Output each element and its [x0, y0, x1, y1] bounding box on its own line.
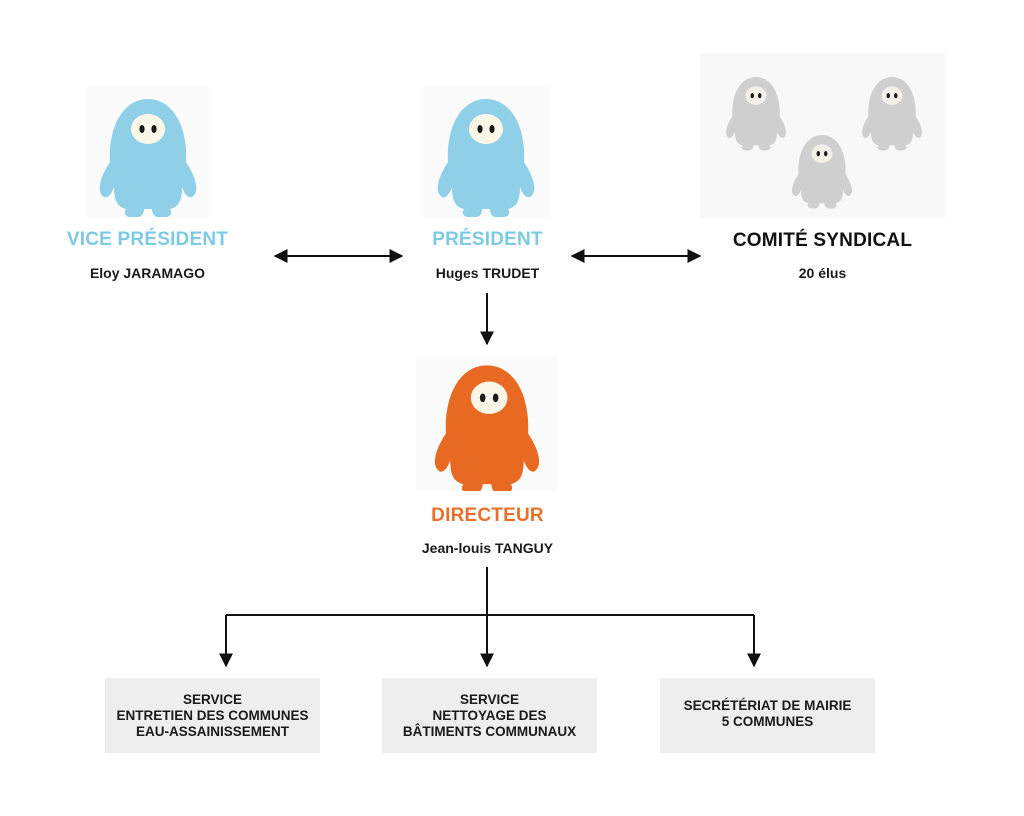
vice-president-title: VICE PRÉSIDENT — [66, 229, 229, 250]
vice-president-name: Eloy JARAMAGO — [89, 265, 206, 281]
president-name: Huges TRUDET — [435, 265, 540, 281]
comite-title: COMITÉ SYNDICAL — [732, 230, 913, 251]
service-line: NETTOYAGE DES — [432, 707, 547, 723]
gumdrop-person-icon — [434, 365, 540, 491]
service-line: SERVICE — [182, 691, 242, 707]
vice-president-avatar — [85, 87, 212, 217]
service-line: SECRÉTÉRIAT DE MAIRIE — [683, 698, 852, 713]
president-avatar — [423, 87, 550, 217]
service-box-entretien: SERVICE ENTRETIEN DES COMMUNES EAU-ASSAI… — [105, 678, 320, 753]
comite-members: 20 élus — [798, 265, 847, 281]
president-title: PRÉSIDENT — [432, 229, 543, 250]
service-line: SERVICE — [459, 691, 520, 707]
comite-avatar-group — [700, 53, 945, 218]
service-line: ENTRETIEN DES COMMUNES — [116, 707, 309, 723]
service-line: BÂTIMENTS COMMUNAUX — [402, 723, 577, 739]
service-box-nettoyage: SERVICE NETTOYAGE DES BÂTIMENTS COMMUNAU… — [382, 678, 597, 753]
gumdrop-person-icon — [437, 99, 535, 217]
directeur-title: DIRECTEUR — [431, 505, 544, 526]
service-line: 5 COMMUNES — [721, 714, 814, 729]
directeur-name: Jean-louis TANGUY — [421, 540, 554, 556]
service-line: EAU-ASSAINISSEMENT — [135, 723, 289, 739]
gumdrop-person-icon — [99, 99, 197, 217]
service-box-secretariat: SECRÉTÉRIAT DE MAIRIE 5 COMMUNES — [660, 678, 875, 753]
group-icon — [726, 77, 922, 209]
directeur-avatar — [416, 356, 558, 491]
